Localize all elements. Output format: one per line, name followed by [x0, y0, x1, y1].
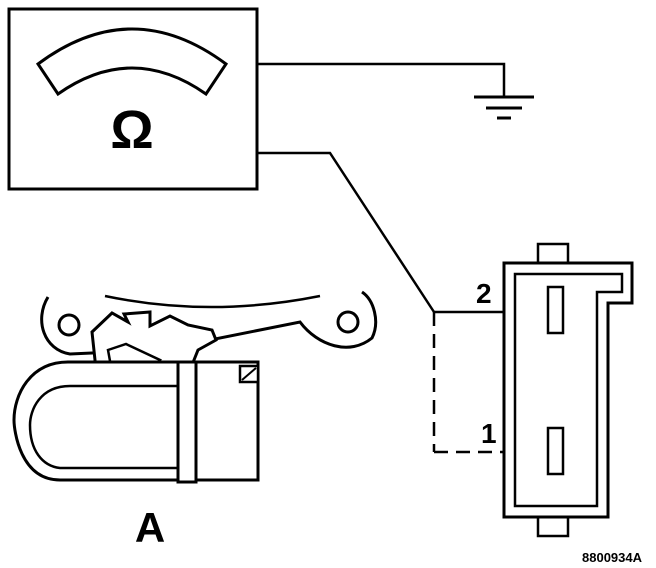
plug-body-inner-edge — [28, 384, 196, 470]
plug-key-hatch — [241, 367, 257, 381]
connector-top-tab — [536, 242, 570, 266]
ground-symbol-icon — [474, 95, 534, 120]
mounting-hole-left — [57, 313, 81, 337]
mounting-hole-right — [336, 310, 360, 334]
pin-1-label: 1 — [481, 418, 497, 449]
component-label: A — [135, 504, 165, 551]
connector-pin-1 — [546, 426, 565, 476]
mounting-bracket — [40, 290, 378, 356]
pin-2-label: 2 — [476, 278, 492, 309]
connector-inner-shell — [513, 272, 624, 508]
ohm-symbol: Ω — [110, 100, 153, 160]
ohmmeter-scale-arc — [35, 27, 229, 97]
ground-lead — [257, 62, 534, 120]
connector-bottom-tab — [536, 514, 570, 538]
bracket-top-curve — [104, 294, 321, 309]
test-wire — [257, 151, 436, 313]
ground-wire — [257, 62, 506, 96]
connector-pin-2 — [546, 285, 565, 335]
figure-reference: 8800934A — [582, 550, 643, 565]
connector-outer-shell — [502, 261, 634, 519]
connector-pin-view: 2 1 — [476, 242, 634, 538]
component-a: A — [12, 290, 378, 551]
plug-collar — [176, 360, 198, 484]
ohmmeter: Ω — [7, 7, 259, 191]
